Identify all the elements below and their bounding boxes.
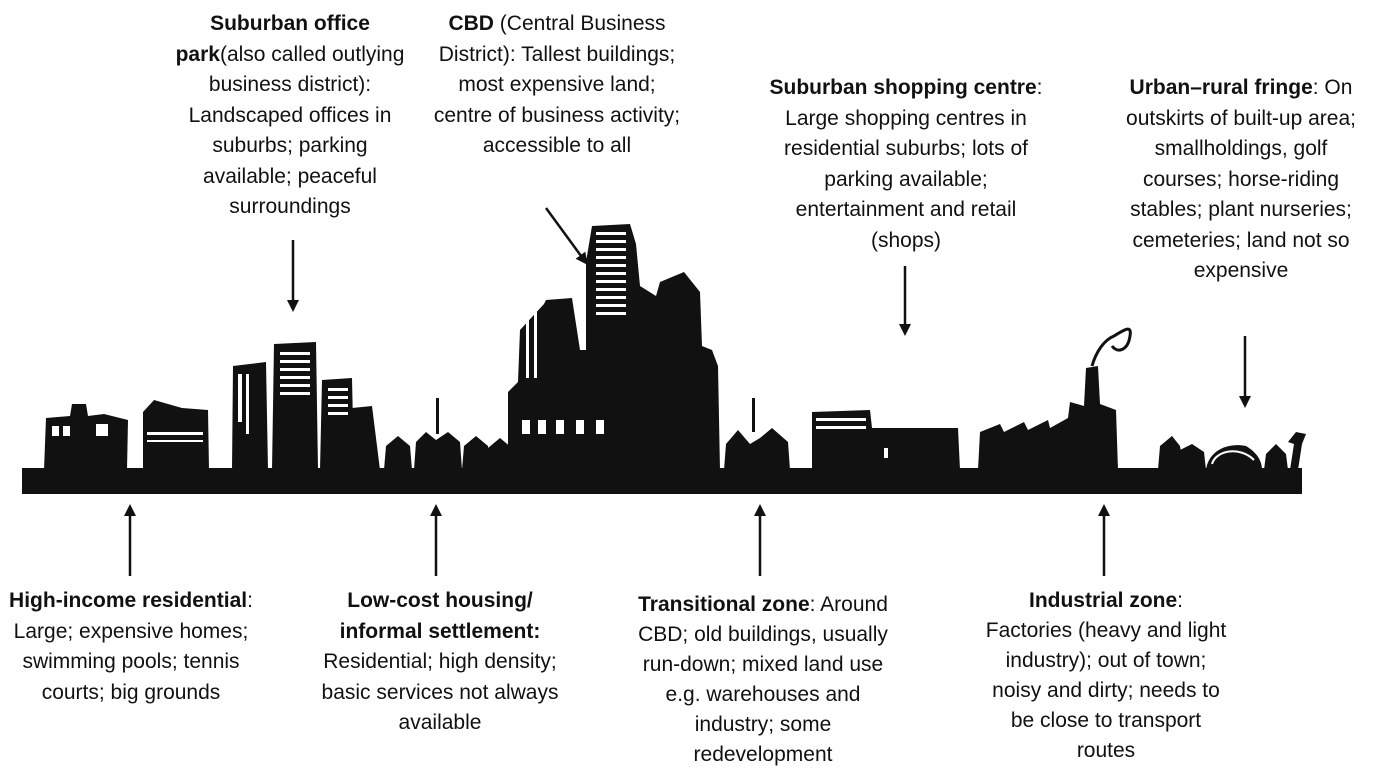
label-cbd: CBD (Central Business District): Tallest… (432, 9, 682, 162)
label-title: Transitional zone (638, 593, 810, 616)
industrial-factories (978, 366, 1118, 470)
label-title: Suburban office park (175, 12, 370, 66)
cbd-arrow (544, 207, 588, 265)
label-body: Residential; high density; basic service… (321, 650, 559, 734)
label-body: (Central Business District): Tallest bui… (433, 12, 681, 157)
label-urban-rural-fringe: Urban–rural fringe: On outskirts of buil… (1118, 73, 1364, 287)
label-title: Industrial zone (1028, 589, 1178, 612)
label-title: Suburban shopping centre (769, 76, 1037, 99)
smoke-plume (1090, 327, 1132, 367)
label-body: : Large; expensive homes; swimming pools… (13, 589, 253, 704)
label-body: : On outskirts of built-up area; smallho… (1126, 76, 1356, 282)
informal-settlement-huts (384, 398, 512, 470)
label-suburban-shopping-centre: Suburban shopping centre: Large shopping… (766, 73, 1046, 256)
label-title: Low-cost housing/ informal settlement: (339, 589, 541, 643)
label-low-cost-housing: Low-cost housing/ informal settlement: R… (316, 586, 564, 739)
shopping-centre-buildings (812, 410, 960, 470)
ground-strip (22, 468, 1302, 494)
label-transitional-zone: Transitional zone: Around CBD; old build… (624, 590, 902, 770)
transitional-buildings (724, 398, 790, 470)
label-title: CBD (448, 12, 494, 35)
fringe-smallholdings (1158, 432, 1306, 470)
high-income-houses (44, 400, 209, 470)
label-high-income-residential: High-income residential: Large; expensiv… (4, 586, 258, 708)
label-body: : Large shopping centres in residential … (784, 76, 1043, 252)
label-body: : Around CBD; old buildings, usually run… (638, 593, 888, 766)
label-industrial-zone: Industrial zone: Factories (heavy and li… (984, 586, 1228, 766)
label-body: : Factories (heavy and light industry); … (985, 589, 1227, 762)
label-title: High-income residential (9, 589, 248, 612)
label-title: Urban–rural fringe (1129, 76, 1313, 99)
label-suburban-office-park: Suburban office park(also called outlyin… (172, 9, 408, 223)
label-body: (also called outlying business district)… (188, 42, 405, 219)
